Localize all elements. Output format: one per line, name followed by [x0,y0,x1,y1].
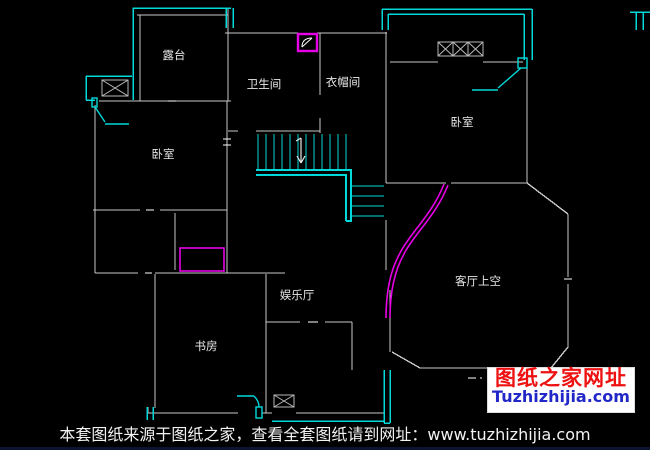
watermark-title: 图纸之家网址 [495,366,627,390]
stair-direction-arrow-icon [295,137,306,164]
room-label-cloakroom: 衣帽间 [326,75,361,89]
footer-caption: 本套图纸来源于图纸之家，查看全套图纸请到网址：www.tuzhizhijia.c… [59,425,591,444]
magenta-curve-icon [385,183,449,319]
room-label-bathroom: 卫生间 [247,77,282,91]
magenta-cabinet-icon [179,247,225,272]
room-label-bedroom-left: 卧室 [152,147,175,161]
stair-railing-icon [256,169,352,222]
window-icon [101,41,484,408]
room-label-bedroom-right: 卧室 [451,115,474,129]
magenta-window-icon [296,32,319,53]
room-labels: 露台 卫生间 衣帽间 卧室 卧室 娱乐厅 书房 客厅上空 [152,48,502,353]
cyan-outline [85,7,650,424]
walls [93,8,569,414]
wall-tick-marks [145,100,572,379]
room-label-living-room-void: 客厅上空 [455,274,501,288]
watermark-url: Tuzhizhijia.com [492,387,630,407]
room-label-terrace: 露台 [163,48,186,62]
stairs-icon [257,134,384,217]
watermark-badge: 图纸之家网址 Tuzhizhijia.com [487,367,635,413]
door-swing-icon [91,57,528,419]
room-label-study: 书房 [195,339,218,353]
bottom-edge [0,447,650,450]
room-label-recreation-hall: 娱乐厅 [280,288,315,302]
